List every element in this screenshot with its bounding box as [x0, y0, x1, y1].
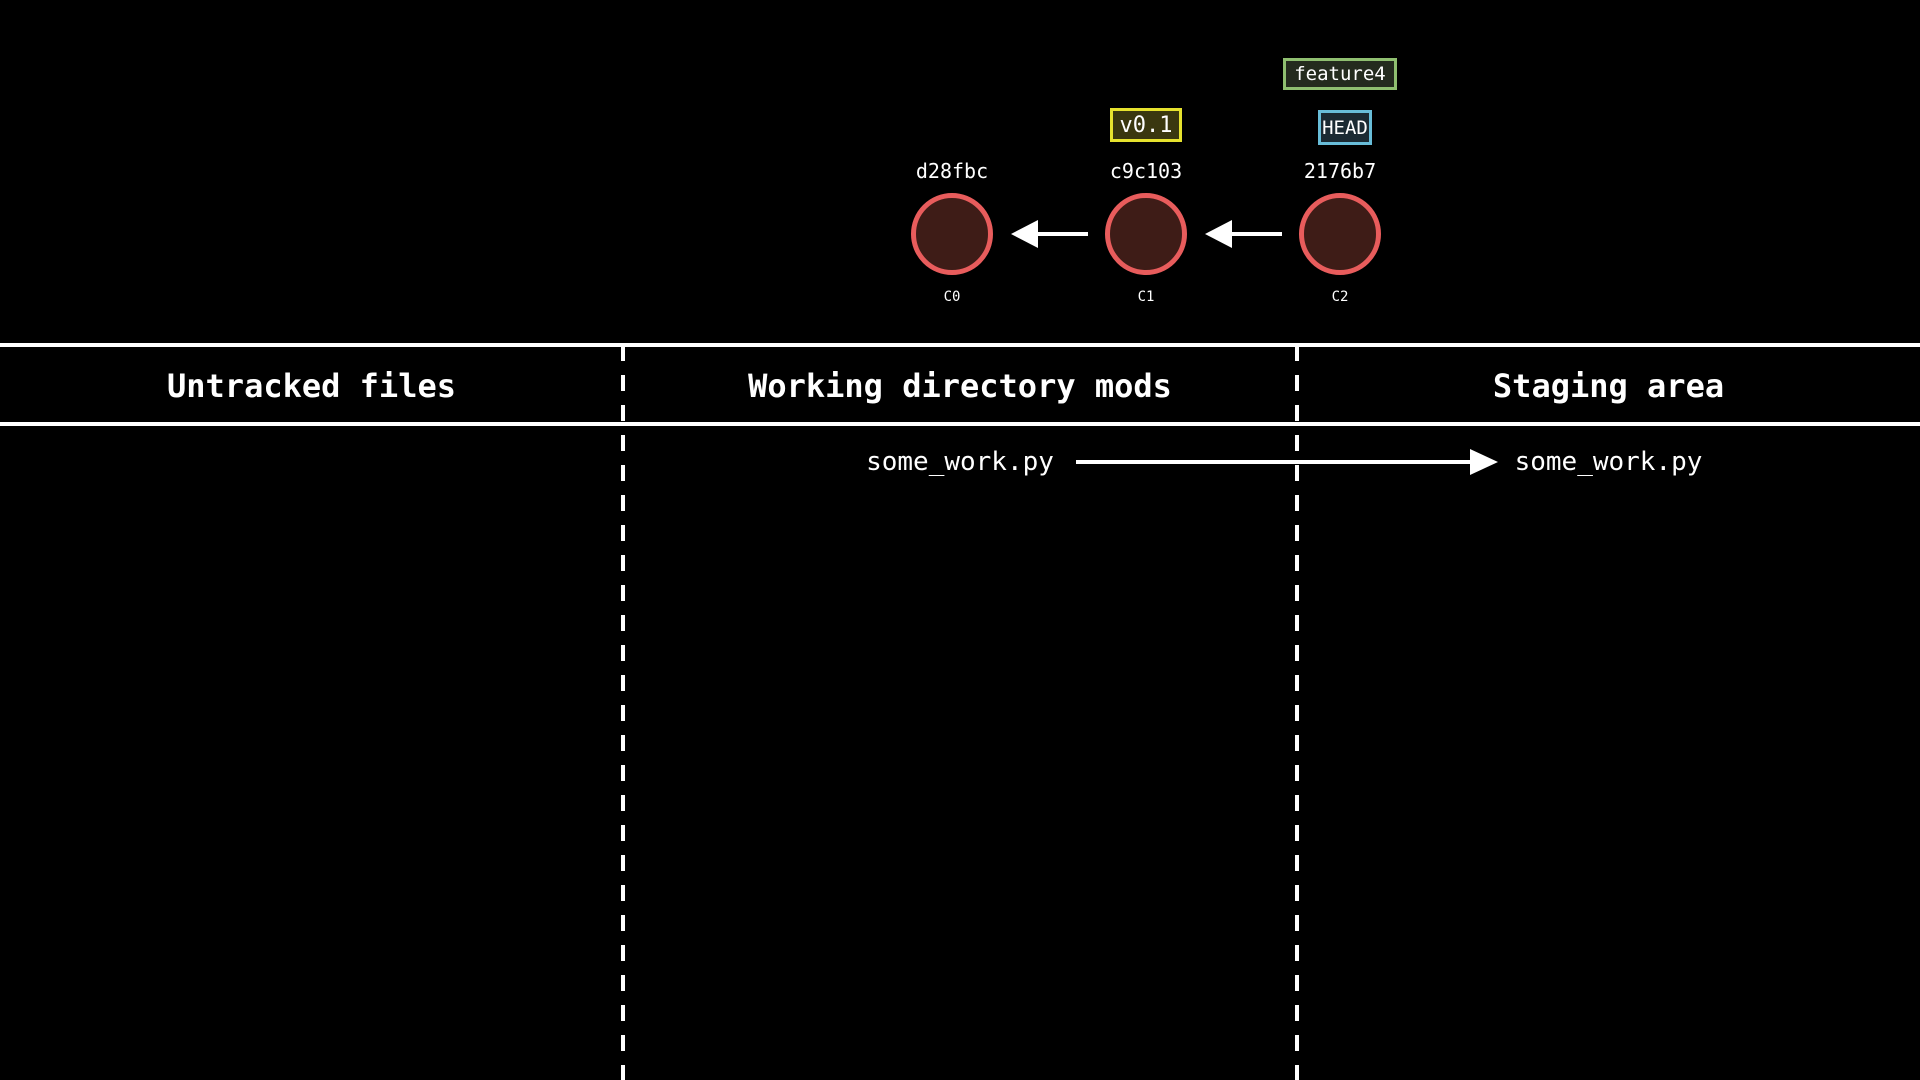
- commit-hash-c2: 2176b7: [1303, 159, 1377, 183]
- column-header-untracked: Untracked files: [167, 367, 456, 405]
- commit-node-c2: [1299, 193, 1381, 275]
- table-header-line: [0, 422, 1920, 426]
- commit-hash-c0: d28fbc: [915, 159, 989, 183]
- version-tag-v0-1: v0.1: [1110, 108, 1182, 142]
- column-divider-left: [621, 345, 625, 1080]
- column-header-staging-area: Staging area: [1492, 367, 1725, 405]
- commit-label-c2: C2: [1331, 289, 1349, 305]
- parent-arrow-c2-to-c1: [1205, 220, 1282, 248]
- staging-area-file: some_work.py: [1514, 447, 1703, 477]
- table-top-line: [0, 343, 1920, 347]
- working-directory-file: some_work.py: [866, 447, 1054, 477]
- column-divider-right: [1295, 345, 1299, 1080]
- parent-arrow-c1-to-c0: [1011, 220, 1088, 248]
- commit-hash-c1: c9c103: [1109, 159, 1183, 183]
- column-header-working-directory: Working directory mods: [748, 367, 1172, 405]
- branch-tag-feature4: feature4: [1283, 58, 1397, 90]
- version-tag-label: v0.1: [1119, 112, 1173, 138]
- commit-label-c1: C1: [1137, 289, 1155, 305]
- commit-label-c0: C0: [943, 289, 961, 305]
- head-tag: HEAD: [1318, 110, 1372, 145]
- head-tag-label: HEAD: [1322, 116, 1368, 139]
- branch-tag-label: feature4: [1294, 63, 1386, 85]
- commit-node-c0: [911, 193, 993, 275]
- commit-node-c1: [1105, 193, 1187, 275]
